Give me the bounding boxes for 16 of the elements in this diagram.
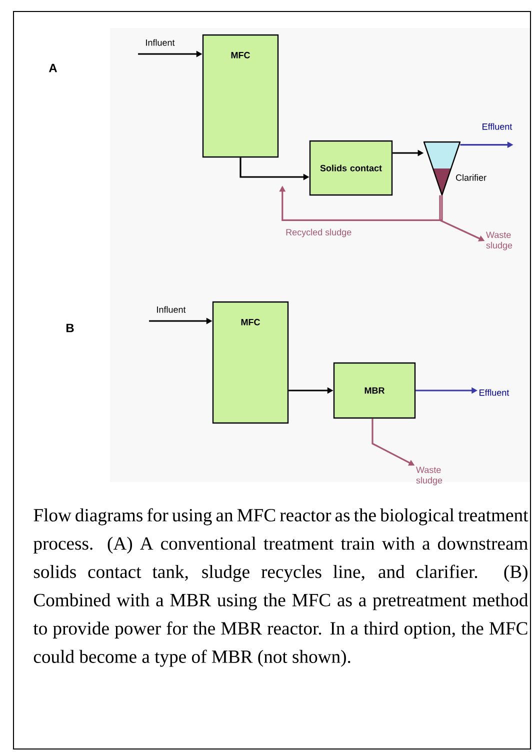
node-label: Clarifier xyxy=(456,174,486,181)
process-box: Solids contact xyxy=(309,140,393,196)
caption: Flow diagrams for using an MFC reactor as the biological treatment process. (A) A conventional treatment train with a downstream solids contact tank, sludge recycles line, and clarifier. (B) Combined with a MBR using the MFC as a pretreatment method to provide power for the MBR reactor. In a third option, the MFC could become a type of MBR (not shown). xyxy=(33,508,528,667)
process-box: MFC xyxy=(212,301,289,424)
outlet-label: Waste sludge xyxy=(416,466,442,486)
inlet-label: Influent xyxy=(146,39,175,46)
edge-label: Recycled sludge xyxy=(284,228,353,238)
outlet-label: Effluent xyxy=(480,389,510,396)
process-box: MBR xyxy=(333,362,416,419)
panel-letter: A xyxy=(48,64,57,72)
inlet-label: Influent xyxy=(157,306,186,313)
process-box: MFC xyxy=(202,34,279,158)
outlet-label: Waste sludge xyxy=(486,232,512,250)
outlet-label: Effluent xyxy=(482,123,512,130)
clarifier-tank: Clarifier xyxy=(423,141,486,196)
panel-letter: B xyxy=(66,324,74,332)
